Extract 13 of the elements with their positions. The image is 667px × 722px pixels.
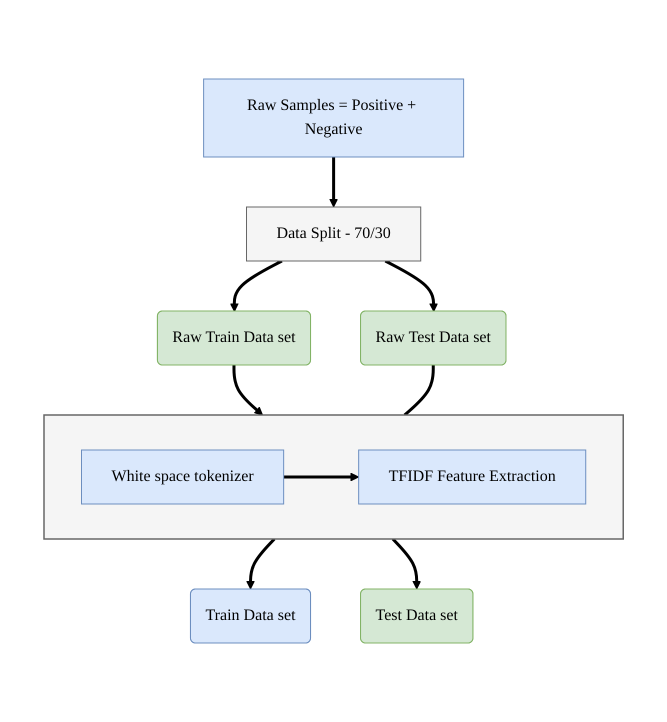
arrow bbox=[246, 538, 276, 590]
node-box: Data Split - 70/30 bbox=[246, 206, 422, 262]
node-box: White space tokenizer bbox=[80, 450, 284, 504]
arrow bbox=[230, 260, 282, 312]
arrow bbox=[384, 260, 438, 312]
node-box: TFIDF Feature Extraction bbox=[358, 450, 586, 504]
node-box: Raw Samples = Positive + Negative bbox=[203, 78, 464, 158]
arrow bbox=[232, 365, 263, 416]
arrow bbox=[392, 538, 421, 590]
cluster bbox=[43, 414, 624, 540]
arrow bbox=[284, 472, 359, 482]
connector bbox=[404, 365, 435, 416]
arrow bbox=[329, 157, 338, 208]
